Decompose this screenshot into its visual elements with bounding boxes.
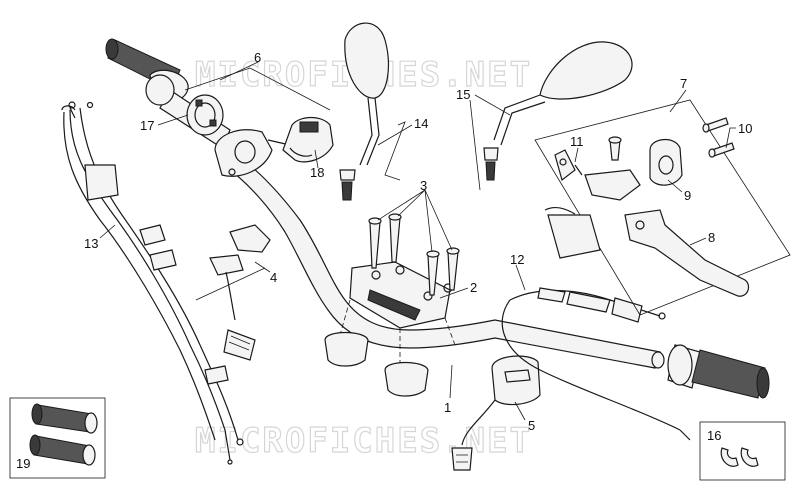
watermark-bottom: MICROFICHES.NET <box>195 421 532 461</box>
riser-mounts <box>324 299 456 397</box>
label-16: 16 <box>707 428 721 443</box>
label-4: 4 <box>270 270 277 285</box>
label-14: 14 <box>414 116 428 131</box>
label-5: 5 <box>528 418 535 433</box>
label-8: 8 <box>708 230 715 245</box>
label-3: 3 <box>420 178 427 193</box>
bracket-15 <box>469 99 481 191</box>
bracket-4 <box>195 267 266 301</box>
throttle-housing <box>186 94 224 136</box>
leader-lines <box>99 61 736 421</box>
label-6: 6 <box>254 50 261 65</box>
mirror-left <box>339 22 390 201</box>
label-12: 12 <box>510 252 524 267</box>
label-18: 18 <box>310 165 324 180</box>
label-7: 7 <box>680 76 687 91</box>
handlebar <box>221 149 665 369</box>
bolts-3 <box>368 213 460 296</box>
lever-group <box>534 99 791 316</box>
inset-box-19 <box>9 397 106 479</box>
label-13: 13 <box>84 236 98 251</box>
left-clamp <box>214 129 291 177</box>
clutch-cable <box>501 287 691 441</box>
bolts-10 <box>702 117 735 158</box>
label-1: 1 <box>444 400 451 415</box>
label-9: 9 <box>684 188 691 203</box>
label-2: 2 <box>470 280 477 295</box>
mirror-right <box>483 41 633 181</box>
label-15: 15 <box>456 87 470 102</box>
throttle-cables <box>61 101 244 465</box>
label-19: 19 <box>16 456 30 471</box>
switch-5 <box>451 355 541 471</box>
bracket-14 <box>384 121 406 181</box>
label-11: 11 <box>570 134 584 149</box>
label-10: 10 <box>738 121 752 136</box>
switch-18 <box>282 116 334 163</box>
bracket-6 <box>184 67 331 111</box>
switch-4 <box>209 224 271 361</box>
right-grip <box>667 344 770 399</box>
label-17: 17 <box>140 118 154 133</box>
inset-box-16 <box>699 421 786 481</box>
